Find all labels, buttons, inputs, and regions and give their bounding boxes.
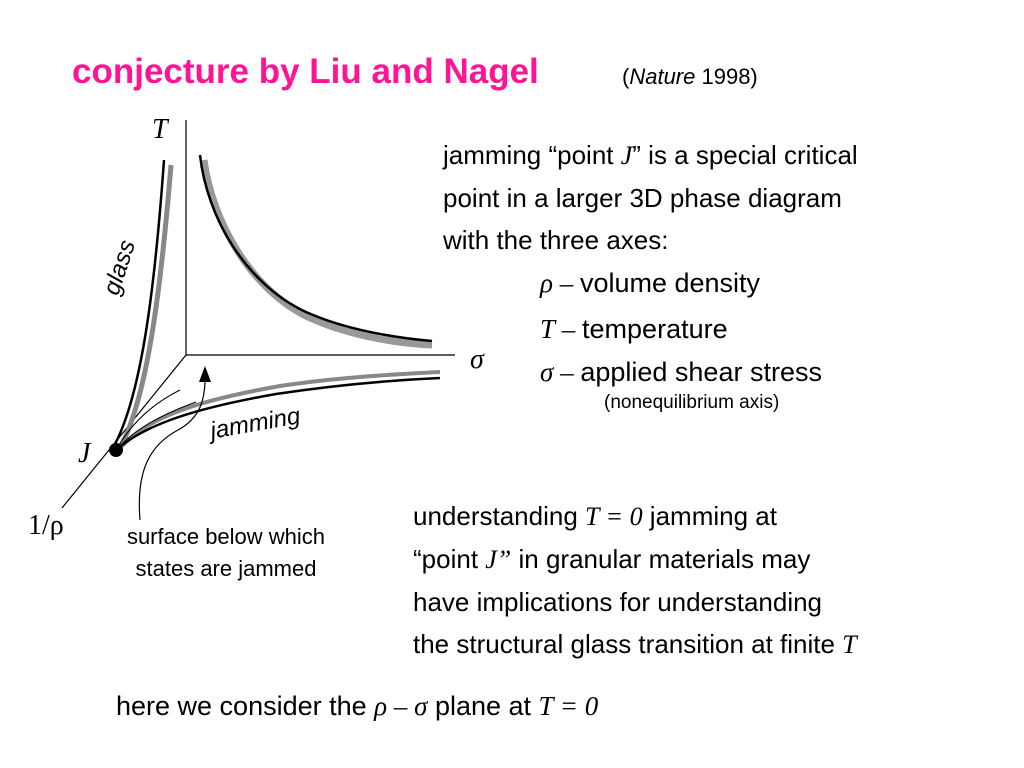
surface-caption: surface below which states are jammed — [96, 521, 356, 585]
axis-def-density: ρ – volume density — [540, 268, 761, 298]
surface-caption-line-2: states are jammed — [135, 556, 317, 581]
understanding-line-1: understanding T = 0 jamming at — [413, 501, 777, 531]
point-j-marker — [109, 443, 123, 457]
intro-paragraph: jamming “point J” is a special critical … — [443, 134, 858, 261]
upper-surface-edge — [198, 154, 433, 343]
slide-title: conjecture by Liu and Nagel — [72, 52, 539, 91]
surface-arrowhead — [199, 366, 211, 382]
upper-surface-shadow — [200, 159, 433, 349]
point-j-inline: J — [620, 141, 633, 170]
surface-caption-line-1: surface below which — [126, 524, 326, 549]
glass-line — [112, 159, 166, 447]
sigma-axis-label: σ — [470, 344, 484, 375]
understanding-paragraph: understanding T = 0 jamming at “point J”… — [413, 495, 857, 666]
inverse-density-axis — [61, 354, 187, 509]
inverse-density-label: 1/ρ — [28, 510, 64, 541]
surface-hatch-1 — [115, 389, 181, 451]
intro-line-3: with the three axes: — [443, 225, 669, 255]
t-axis-label: T — [152, 114, 168, 145]
point-j-label: J — [78, 438, 91, 469]
understanding-line-3: have implications for understanding — [413, 587, 823, 617]
axes-note: (nonequilibrium axis) — [604, 392, 780, 413]
jamming-line — [115, 376, 441, 451]
intro-line-2: point in a larger 3D phase diagram — [443, 183, 842, 213]
axis-def-temperature: T – temperature — [540, 314, 728, 344]
citation-open: ( — [622, 64, 630, 89]
axis-def-shear: σ – applied shear stress — [540, 357, 822, 387]
citation-journal: Nature — [629, 64, 696, 89]
surface-arrow — [138, 371, 206, 521]
intro-line-1: jamming “point J” is a special critical — [443, 140, 858, 170]
citation-year: 1998) — [695, 64, 758, 89]
citation: (Nature 1998) — [622, 64, 758, 90]
footer-statement: here we consider the ρ – σ plane at T = … — [116, 691, 599, 721]
surface-hatch-2 — [115, 401, 197, 451]
understanding-line-2: “point J” in granular materials may — [413, 544, 811, 574]
glass-line-shadow — [117, 164, 174, 450]
understanding-line-4: the structural glass transition at finit… — [413, 629, 857, 659]
jamming-line-shadow — [120, 370, 441, 448]
